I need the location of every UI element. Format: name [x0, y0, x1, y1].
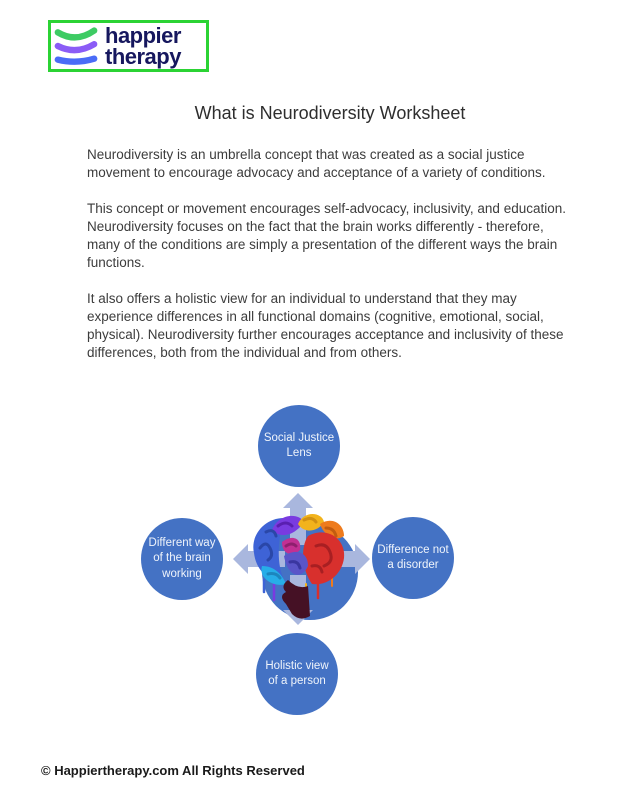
page-title: What is Neurodiversity Worksheet: [194, 103, 466, 123]
diagram-node-difference-not-disorder: Difference not a disorder: [372, 517, 454, 599]
node-label: Difference not a disorder: [377, 543, 449, 571]
neurodiversity-diagram: Social Justice Lens Different way of the…: [0, 395, 618, 730]
diagram-node-holistic-view: Holistic view of a person: [256, 633, 338, 715]
logo-word-happier: happier: [105, 23, 181, 48]
diagram-node-different-way: Different way of the brain working: [141, 518, 223, 600]
intro-text: Neurodiversity is an umbrella concept th…: [87, 146, 573, 380]
happier-therapy-logo: happier therapy: [48, 20, 209, 72]
node-label: Holistic view of a person: [265, 659, 329, 687]
node-label: Different way of the brain working: [148, 537, 216, 580]
logo-stripes-icon: [54, 27, 98, 65]
paragraph-3: It also offers a holistic view for an in…: [87, 291, 564, 360]
paragraph-2: This concept or movement encourages self…: [87, 201, 566, 270]
footer-copyright: © Happiertherapy.com All Rights Reserved: [41, 763, 305, 778]
logo-word-therapy: therapy: [105, 44, 181, 69]
diagram-node-social-justice: Social Justice Lens: [258, 405, 340, 487]
node-label: Social Justice Lens: [263, 431, 335, 459]
paragraph-1: Neurodiversity is an umbrella concept th…: [87, 147, 546, 180]
brain-illustration: [253, 514, 345, 619]
logo-wordmark: happier therapy: [105, 23, 181, 69]
